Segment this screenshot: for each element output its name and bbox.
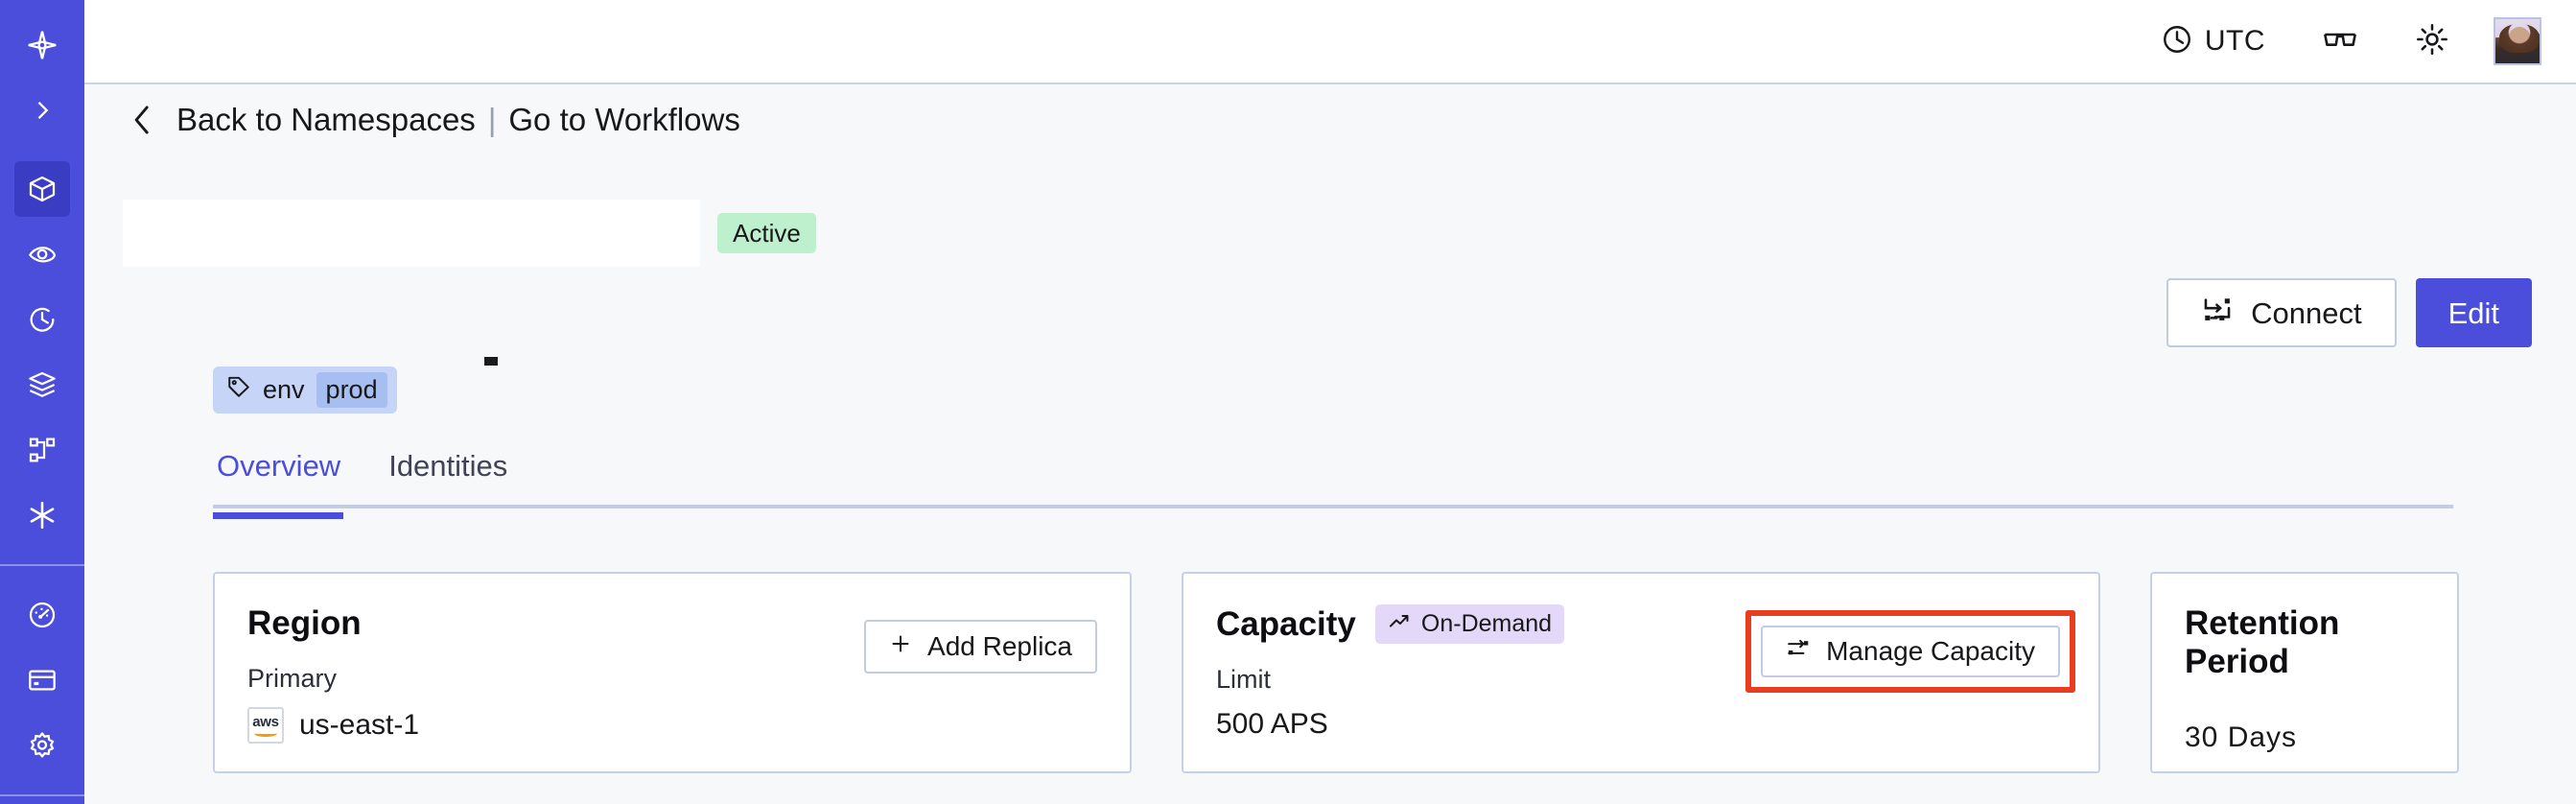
tab-identities[interactable]: Identities: [388, 449, 508, 483]
add-replica-action: Add Replica: [864, 620, 1097, 674]
namespace-tags: env prod: [213, 367, 397, 414]
aws-swoosh: [254, 730, 277, 737]
trend-up-icon: [1388, 610, 1411, 638]
tag-icon: [226, 374, 251, 406]
glasses-icon-button[interactable]: [2321, 20, 2359, 63]
retention-card-title: Retention Period: [2185, 604, 2340, 680]
retention-card-head: Retention Period: [2185, 604, 2424, 681]
connect-button-label: Connect: [2251, 296, 2362, 330]
timezone-label: UTC: [2204, 25, 2265, 57]
tab-active-indicator: [213, 512, 343, 519]
theme-toggle-button[interactable]: [2415, 22, 2449, 61]
back-to-namespaces-link[interactable]: Back to Namespaces: [176, 102, 476, 137]
sidebar-divider-1: [0, 564, 84, 566]
namespace-title-row: Active: [123, 192, 2444, 274]
page-actions: Connect Edit: [2166, 278, 2532, 347]
timezone-selector[interactable]: UTC: [2161, 23, 2265, 60]
connect-flow-icon: [2201, 295, 2234, 332]
avatar[interactable]: [2494, 17, 2541, 65]
region-value-row: aws us-east-1: [247, 707, 1097, 744]
capacity-card-title: Capacity: [1216, 604, 1356, 643]
left-sidebar: [0, 0, 84, 804]
cube-icon: [27, 174, 58, 204]
on-demand-badge-label: On-Demand: [1420, 610, 1553, 637]
expand-sidebar-chevron-right-icon[interactable]: [14, 83, 70, 138]
temporal-logo-icon[interactable]: [14, 17, 70, 73]
breadcrumb: Back to Namespaces | Go to Workflows: [129, 102, 740, 138]
connect-button[interactable]: Connect: [2166, 278, 2397, 347]
sidebar-item-workflows[interactable]: [14, 422, 70, 478]
top-header: UTC: [84, 0, 2576, 84]
tag-key: env: [263, 375, 305, 404]
sidebar-item-billing[interactable]: [14, 652, 70, 708]
retention-card: Retention Period 30 Days: [2150, 572, 2459, 773]
tag-value: prod: [316, 372, 387, 408]
capacity-card-head: Capacity On-Demand: [1216, 604, 2066, 644]
region-card-head: Region: [247, 604, 1097, 643]
edit-button[interactable]: Edit: [2415, 278, 2532, 347]
add-replica-button[interactable]: Add Replica: [864, 620, 1097, 674]
tab-bar: Overview Identities: [213, 449, 2453, 508]
clock-icon: [2161, 23, 2193, 60]
sidebar-item-task-queues[interactable]: [14, 357, 70, 413]
tag-env[interactable]: env prod: [213, 367, 397, 414]
on-demand-badge: On-Demand: [1374, 604, 1565, 644]
workflow-nodes-icon: [27, 435, 58, 465]
chevron-left-icon[interactable]: [129, 104, 155, 136]
clock-history-icon: [27, 304, 58, 335]
aws-logo-icon: aws: [247, 707, 284, 744]
sidebar-item-settings[interactable]: [14, 718, 70, 773]
sidebar-item-schedules[interactable]: [14, 292, 70, 347]
manage-capacity-button[interactable]: Manage Capacity: [1761, 626, 2060, 677]
capacity-limit-label: Limit: [1216, 665, 1272, 694]
region-card-title: Region: [247, 604, 362, 642]
plus-icon: [889, 631, 912, 662]
status-badge: Active: [717, 213, 816, 253]
glasses-icon: [2321, 20, 2359, 63]
overview-cards: Region Add Replica Primary: [213, 572, 2459, 773]
retention-value: 30 Days: [2185, 721, 2298, 753]
add-replica-label: Add Replica: [927, 631, 1072, 661]
manage-capacity-label: Manage Capacity: [1826, 636, 2035, 666]
gauge-icon: [27, 600, 58, 630]
region-card: Region Add Replica Primary: [213, 572, 1132, 773]
credit-card-icon: [27, 665, 58, 696]
sidebar-item-usage[interactable]: [14, 587, 70, 643]
capacity-value: 500 APS: [1216, 708, 1328, 740]
sidebar-item-observability[interactable]: [14, 226, 70, 282]
eye-icon: [27, 239, 58, 270]
breadcrumb-separator: |: [487, 102, 497, 137]
manage-capacity-highlight: Manage Capacity: [1745, 610, 2075, 693]
sidebar-divider-2: [0, 794, 84, 796]
aws-logo-text: aws: [252, 713, 279, 730]
layers-icon: [27, 369, 58, 400]
capacity-card: Capacity On-Demand: [1182, 572, 2100, 773]
redaction-artifact: [484, 357, 498, 366]
sidebar-item-nexus[interactable]: [14, 487, 70, 543]
namespace-name-redacted: [123, 200, 700, 267]
tab-overview[interactable]: Overview: [217, 449, 341, 483]
go-to-workflows-link[interactable]: Go to Workflows: [508, 102, 740, 137]
asterisk-icon: [26, 499, 59, 532]
sun-icon: [2415, 22, 2449, 61]
gear-icon: [27, 730, 58, 761]
region-value: us-east-1: [299, 709, 420, 741]
region-primary-label: Primary: [247, 664, 337, 693]
sidebar-item-namespaces[interactable]: [14, 161, 70, 217]
sliders-icon: [1786, 636, 1811, 668]
